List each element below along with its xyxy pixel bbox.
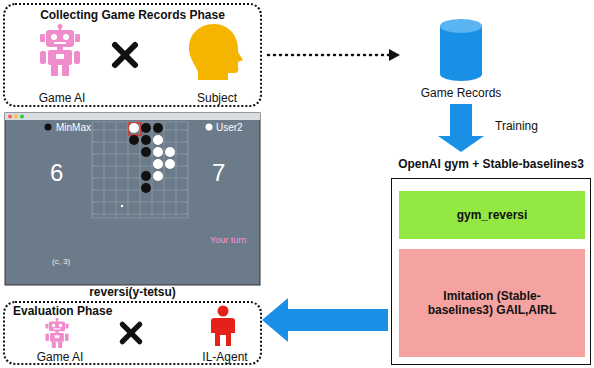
screen-text: MinMax — [56, 122, 91, 133]
phase-box: Collecting Game Records PhaseGame AI Subj… — [3, 3, 262, 107]
node-label: IL-Agent — [202, 350, 247, 364]
edge-label: Training — [493, 120, 540, 133]
box-label: gym_reversi — [457, 208, 528, 222]
screen-text: Your turn — [210, 236, 246, 246]
connector-arrow — [262, 298, 388, 342]
person-icon — [211, 306, 235, 347]
env-box: gym_reversi — [399, 191, 585, 239]
screen-text: 7 — [212, 160, 225, 186]
agent-node: IL-Agent — [192, 305, 258, 365]
connector-arrow — [268, 49, 400, 61]
screen-text: User2 — [216, 122, 243, 133]
player-node: Game AI — [24, 24, 100, 106]
database-cylinder — [440, 19, 482, 81]
connector-arrow — [438, 104, 484, 152]
box-title: Collecting Game Records Phase — [40, 8, 225, 22]
game-screenshot — [5, 113, 260, 285]
node-label: Subject — [197, 91, 237, 105]
node-label: Game Records — [421, 86, 502, 100]
versus-mark — [115, 45, 135, 65]
player-node: Subject — [174, 22, 260, 106]
robot-icon — [45, 318, 68, 348]
box-label: Imitation (Stable-baselines3) GAIL,AIRL — [422, 289, 562, 318]
node-label: Game AI — [37, 350, 84, 364]
node-label: reversi(y-tetsu) — [89, 285, 176, 299]
screen-text: 6 — [50, 160, 63, 186]
database-node: Game Records — [404, 15, 518, 101]
player-node: Game AI — [28, 316, 92, 365]
framework-box: OpenAI gym + Stable-baselines3gym_revers… — [391, 178, 591, 365]
method-box: Imitation (Stable-baselines3) GAIL,AIRL — [399, 249, 585, 357]
screenshot-panel: reversi(y-tetsu) — [3, 112, 262, 300]
box-title: Evaluation Phase — [13, 304, 112, 318]
head-silhouette — [189, 24, 243, 80]
phase-box: Evaluation PhaseGame AI IL-Agent — [3, 301, 262, 365]
screen-text: (c, 3) — [52, 258, 70, 267]
versus-mark — [122, 324, 139, 341]
box-title: OpenAI gym + Stable-baselines3 — [372, 157, 594, 171]
node-label: Game AI — [39, 91, 86, 105]
robot-icon — [40, 24, 80, 76]
